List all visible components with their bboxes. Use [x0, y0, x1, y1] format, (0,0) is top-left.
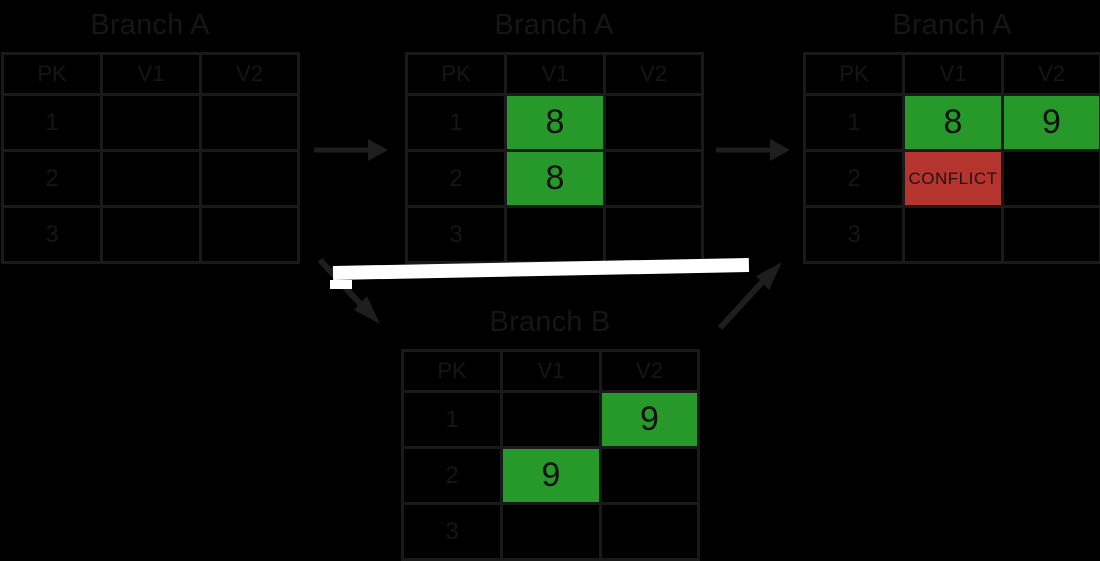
- cell-v2-highlight: 9: [601, 392, 699, 448]
- table-header-row: PK V1 V2: [403, 351, 699, 392]
- cell-v1-highlight: 8: [506, 151, 605, 207]
- panel-branch-b-table: PK V1 V2 1 9 2 9 3: [401, 349, 700, 561]
- panel-base: Branch A PK V1 V2 1 2 3: [0, 8, 300, 258]
- panel-base-title: Branch A: [0, 8, 300, 42]
- table-row: 3: [403, 504, 699, 560]
- cell-pk: 1: [403, 392, 502, 448]
- panel-branch-a-table: PK V1 V2 1 8 2 8 3: [405, 52, 704, 264]
- arrow-a-to-merged-icon: [712, 125, 802, 175]
- panel-branch-b-title: Branch B: [400, 305, 700, 339]
- column-header-v1: V1: [904, 54, 1003, 95]
- arrow-base-to-a-icon: [310, 125, 400, 175]
- table-row: 2 8: [407, 151, 703, 207]
- table-row: 2: [3, 151, 299, 207]
- cell-v2: [605, 151, 703, 207]
- column-header-v2: V2: [605, 54, 703, 95]
- cell-v1: [904, 207, 1003, 263]
- cell-v2: [601, 504, 699, 560]
- cell-v1: [506, 207, 605, 263]
- cell-v1: [502, 392, 601, 448]
- panel-merged-title: Branch A: [802, 8, 1100, 42]
- table-row: 2 CONFLICT: [805, 151, 1100, 207]
- table-header-row: PK V1 V2: [3, 54, 299, 95]
- column-header-v1: V1: [102, 54, 201, 95]
- cell-pk: 2: [407, 151, 506, 207]
- panel-merged-table: PK V1 V2 1 8 9 2 CONFLICT 3: [803, 52, 1100, 264]
- column-header-pk: PK: [407, 54, 506, 95]
- panel-merged: Branch A PK V1 V2 1 8 9 2 CONFLICT 3: [802, 8, 1100, 258]
- table-row: 1: [3, 95, 299, 151]
- cell-v2: [1003, 151, 1100, 207]
- column-header-v2: V2: [201, 54, 299, 95]
- merge-connector-band-tail: [330, 280, 352, 289]
- cell-pk: 1: [3, 95, 102, 151]
- column-header-v2: V2: [1003, 54, 1100, 95]
- cell-v1: [102, 151, 201, 207]
- cell-v2: [201, 95, 299, 151]
- cell-v1-highlight: 8: [904, 95, 1003, 151]
- column-header-pk: PK: [403, 351, 502, 392]
- cell-pk: 2: [805, 151, 904, 207]
- cell-v1-highlight: 8: [506, 95, 605, 151]
- column-header-pk: PK: [3, 54, 102, 95]
- table-row: 3: [3, 207, 299, 263]
- table-header-row: PK V1 V2: [805, 54, 1100, 95]
- table-row: 3: [805, 207, 1100, 263]
- cell-pk: 3: [407, 207, 506, 263]
- table-row: 3: [407, 207, 703, 263]
- column-header-v1: V1: [502, 351, 601, 392]
- panel-branch-a-title: Branch A: [404, 8, 704, 42]
- cell-v2: [201, 207, 299, 263]
- cell-v2: [605, 207, 703, 263]
- panel-branch-a: Branch A PK V1 V2 1 8 2 8 3: [404, 8, 704, 258]
- panel-base-table: PK V1 V2 1 2 3: [1, 52, 300, 264]
- cell-v2: [1003, 207, 1100, 263]
- cell-v1: [102, 95, 201, 151]
- cell-pk: 1: [805, 95, 904, 151]
- cell-v2: [201, 151, 299, 207]
- cell-v2-highlight: 9: [1003, 95, 1100, 151]
- cell-v2: [601, 448, 699, 504]
- column-header-pk: PK: [805, 54, 904, 95]
- cell-v2: [605, 95, 703, 151]
- merge-connector-band: [333, 258, 749, 280]
- cell-v1: [502, 504, 601, 560]
- panel-branch-b: Branch B PK V1 V2 1 9 2 9 3: [400, 305, 700, 555]
- table-row: 1 9: [403, 392, 699, 448]
- column-header-v1: V1: [506, 54, 605, 95]
- table-row: 2 9: [403, 448, 699, 504]
- cell-pk: 3: [3, 207, 102, 263]
- cell-v1-highlight: 9: [502, 448, 601, 504]
- cell-pk: 3: [805, 207, 904, 263]
- cell-pk: 1: [407, 95, 506, 151]
- cell-pk: 3: [403, 504, 502, 560]
- table-row: 1 8: [407, 95, 703, 151]
- table-row: 1 8 9: [805, 95, 1100, 151]
- cell-v1: [102, 207, 201, 263]
- cell-pk: 2: [3, 151, 102, 207]
- cell-conflict-badge: CONFLICT: [904, 151, 1003, 207]
- column-header-v2: V2: [601, 351, 699, 392]
- cell-pk: 2: [403, 448, 502, 504]
- table-header-row: PK V1 V2: [407, 54, 703, 95]
